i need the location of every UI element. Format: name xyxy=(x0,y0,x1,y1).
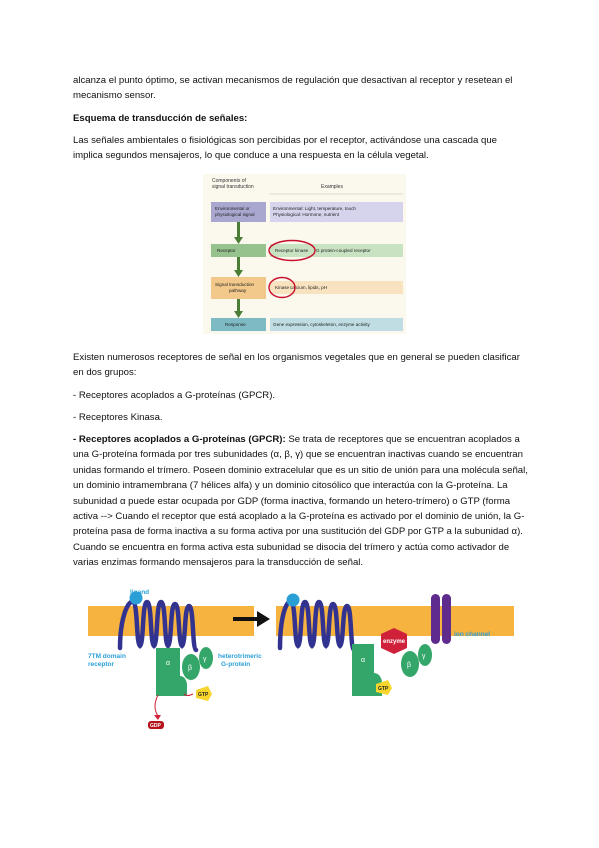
fig1-example-pathway-b: calcium, lipids, pH xyxy=(290,285,327,290)
list-item-gpcr: - Receptores acoplados a G-proteínas (GP… xyxy=(73,390,276,401)
gamma-label-left: γ xyxy=(203,656,207,663)
fig1-example-signal xyxy=(270,202,403,222)
ion-channel-shape xyxy=(431,594,451,644)
beta-label-left: β xyxy=(188,665,192,672)
receptor-7tm-left xyxy=(117,599,199,653)
fig1-example-receptor xyxy=(270,244,403,257)
fig1-box-pathway xyxy=(211,277,266,299)
enzyme-shape xyxy=(381,628,407,654)
fig1-box-response-label: Response xyxy=(225,322,246,327)
g-gamma-right xyxy=(418,644,432,666)
alpha-label-right: α xyxy=(361,657,365,664)
gtp-label-left: GTP xyxy=(198,692,209,698)
g-gamma-left xyxy=(199,647,213,669)
beta-label-right: β xyxy=(407,662,411,669)
gdp-label: GDP xyxy=(150,723,162,729)
gtp-label-right: GTP xyxy=(378,686,389,692)
gtp-arrow xyxy=(183,693,194,696)
enzyme-label: enzyme xyxy=(383,639,406,645)
fig1-box-signal xyxy=(211,202,266,222)
alpha-label-left: α xyxy=(166,660,170,667)
fig1-box-response xyxy=(211,318,266,331)
gpcr-body: Se trata de receptores que se encuentran… xyxy=(73,434,528,569)
fig1-box-receptor-label: Receptor xyxy=(217,248,236,253)
fig1-example-response xyxy=(270,318,403,331)
fig1-arrows xyxy=(234,222,243,318)
gpcr-heading: - Receptores acoplados a G-proteínas (GP… xyxy=(73,434,286,445)
receptor-7tm-right xyxy=(277,599,357,653)
gtp-shape-left xyxy=(196,686,212,701)
list-item-kinase: - Receptores Kinasa. xyxy=(73,412,163,423)
signals-paragraph: Las señales ambientales o fisiológicas s… xyxy=(73,135,497,162)
g-alpha-right xyxy=(352,644,382,696)
ligand-shape-right xyxy=(286,593,300,607)
g-beta-right xyxy=(401,651,419,677)
gpcr-paragraph: - Receptores acoplados a G-proteínas (GP… xyxy=(73,432,528,571)
fig1-header-right: Examples xyxy=(321,184,343,190)
fig1-example-pathway xyxy=(270,281,403,294)
gdp-release-arrow xyxy=(154,694,159,717)
fig1-example-signal-text: Environmental: Light, temperature, touch… xyxy=(273,206,356,217)
groups-paragraph: Existen numerosos receptores de señal en… xyxy=(73,352,520,379)
ligand-label: ligand xyxy=(130,589,149,596)
g-beta-left xyxy=(182,654,200,680)
section-heading: Esquema de transducción de señales: xyxy=(73,113,248,124)
fig1-example-receptor-a: Receptor kinase xyxy=(275,248,309,253)
transition-arrow xyxy=(233,611,270,627)
gamma-label-right: γ xyxy=(422,653,426,660)
fig1-highlight-kinase xyxy=(268,276,296,299)
ion-channel-label: ion channel xyxy=(454,631,490,638)
gtp-shape-right xyxy=(376,680,392,695)
g-alpha-left xyxy=(156,648,187,696)
intro-paragraph: alcanza el punto óptimo, se activan meca… xyxy=(73,75,513,102)
fig1-example-response-text: Gene expression, cytoskeleton, enzyme ac… xyxy=(273,322,370,327)
ligand-shape-left xyxy=(129,591,143,605)
fig1-highlight-receptor-kinase xyxy=(268,239,316,262)
fig1-example-pathway-a: Kinase xyxy=(275,285,289,290)
fig1-example-receptor-b: G protein-coupled receptor xyxy=(316,248,371,253)
fig1-box-receptor xyxy=(211,244,266,257)
gdp-shape xyxy=(148,721,164,729)
